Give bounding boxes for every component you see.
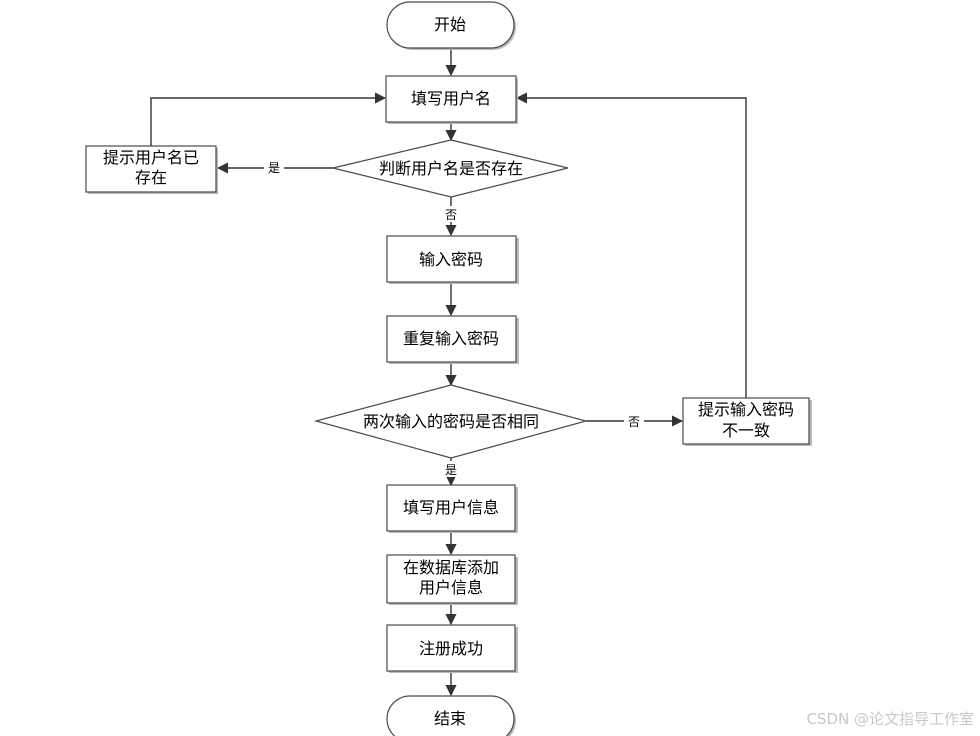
label-exists-no: 否 [445,208,457,222]
node-start-label: 开始 [434,15,466,34]
node-input-password-label: 输入密码 [419,250,483,269]
node-fill-user-info: 填写用户信息 [386,484,518,533]
node-repeat-password-label: 重复输入密码 [403,329,499,348]
node-add-to-database-line2: 用户信息 [419,578,483,597]
node-end: 结束 [386,695,516,736]
node-repeat-password: 重复输入密码 [386,315,519,364]
node-end-label: 结束 [434,709,466,728]
node-fill-username: 填写用户名 [385,75,518,124]
node-username-exists-msg-line1: 提示用户名已 [103,148,199,167]
edge-labels: 是 否 否 是 [264,159,644,477]
node-check-username-exists-label: 判断用户名是否存在 [379,159,523,178]
node-add-to-database-line1: 在数据库添加 [403,558,499,577]
node-compare-passwords-label: 两次输入的密码是否相同 [363,412,539,431]
label-same-yes: 是 [445,463,457,477]
node-register-success-label: 注册成功 [419,639,483,658]
label-exists-yes: 是 [268,161,280,175]
csdn-watermark: CSDN @论文指导工作室 [806,710,974,728]
node-password-mismatch-msg-line2: 不一致 [722,421,770,440]
node-password-mismatch-msg-line1: 提示输入密码 [698,400,794,419]
edge-exists-msg-back-to-username [150,92,387,146]
node-add-to-database: 在数据库添加 用户信息 [386,554,518,605]
node-password-mismatch-msg: 提示输入密码 不一致 [682,397,812,446]
node-fill-username-label: 填写用户名 [411,89,491,108]
node-start: 开始 [386,1,516,50]
node-fill-user-info-label: 填写用户信息 [403,498,499,517]
connectors [150,48,747,697]
node-register-success: 注册成功 [386,624,518,673]
node-compare-passwords: 两次输入的密码是否相同 [313,384,589,459]
node-username-exists-msg: 提示用户名已 存在 [85,145,218,194]
label-same-no: 否 [628,415,640,429]
node-input-password: 输入密码 [386,235,519,284]
node-check-username-exists: 判断用户名是否存在 [332,139,569,198]
node-username-exists-msg-line2: 存在 [135,168,167,187]
edge-mismatch-msg-back-to-username [515,92,747,398]
